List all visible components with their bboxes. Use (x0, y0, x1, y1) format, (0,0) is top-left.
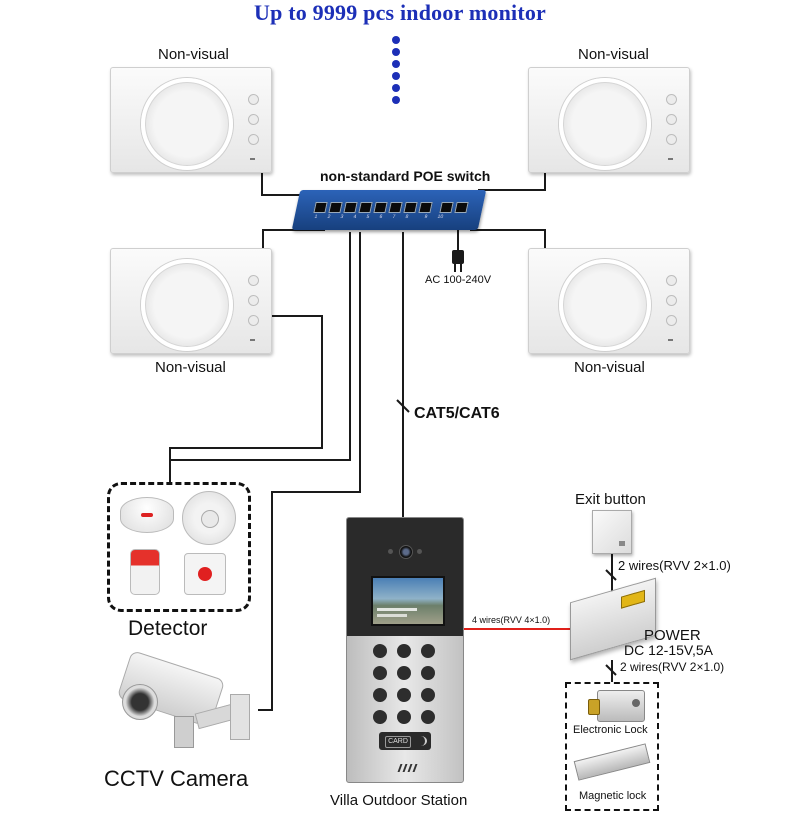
cctv-camera-icon (100, 650, 260, 760)
detector-group (107, 482, 251, 612)
station-display (371, 576, 445, 626)
speaker-grille-icon (559, 259, 651, 351)
power-title: POWER (644, 627, 701, 644)
exit-button-label: Exit button (575, 491, 646, 508)
electronic-lock-icon (588, 690, 645, 722)
monitor-button (248, 275, 259, 286)
wire-camera (258, 232, 361, 711)
lock-wire-label: 2 wires(RVV 2×1.0) (620, 660, 725, 674)
cable-label: CAT5/CAT6 (414, 405, 500, 422)
monitor-button (248, 114, 259, 125)
monitor-button (666, 134, 677, 145)
speaker-grille-icon (141, 78, 233, 170)
keypad (373, 644, 439, 724)
status-led (668, 158, 673, 160)
wire-top-right-monitor (478, 170, 546, 191)
more-monitors-ellipsis (392, 36, 402, 108)
ac-power-label: AC 100-240V (425, 274, 492, 286)
alarm-siren-icon (130, 549, 160, 595)
wire-top-left-monitor (261, 170, 300, 196)
exit-button-icon (592, 510, 632, 554)
cctv-label: CCTV Camera (104, 766, 249, 791)
speaker-slots (397, 764, 418, 772)
poe-switch: 1 2 3 4 5 6 7 8 9 10 (291, 190, 487, 230)
magnetic-lock-label: Magnetic lock (579, 790, 647, 802)
switch-port-numbers: 1 2 3 4 5 6 7 8 9 10 (313, 214, 444, 220)
monitor-button (248, 315, 259, 326)
gas-detector-icon (182, 491, 236, 545)
switch-ports (313, 202, 469, 213)
card-reader-label: CARD (385, 736, 411, 748)
wire-bottom-left-monitor (262, 229, 325, 250)
status-led (250, 158, 255, 160)
smoke-detector-icon (120, 497, 174, 533)
exit-wire-label: 2 wires(RVV 2×1.0) (618, 558, 731, 573)
status-led (668, 339, 673, 341)
outdoor-station-label: Villa Outdoor Station (330, 792, 468, 809)
monitor-button (666, 295, 677, 306)
status-led (250, 339, 255, 341)
detector-label: Detector (128, 617, 208, 640)
monitor-button (666, 315, 677, 326)
wire-bottom-right-monitor (470, 229, 546, 250)
page-title: Up to 9999 pcs indoor monitor (253, 0, 547, 25)
ac-plug-icon (452, 250, 464, 272)
speaker-grille-icon (559, 78, 651, 170)
station-power-wire-label: 4 wires(RVV 4×1.0) (472, 615, 551, 625)
indoor-monitor-bottom-left (110, 248, 272, 354)
monitor-button (248, 295, 259, 306)
wire-monitor-to-detector (169, 315, 323, 482)
switch-label: non-standard POE switch (320, 168, 491, 184)
nfc-icon (415, 736, 427, 746)
emergency-button-icon (184, 553, 226, 595)
camera-lens-icon (399, 545, 413, 559)
monitor-button (248, 134, 259, 145)
monitor-label: Non-visual (574, 359, 645, 376)
monitor-button (666, 94, 677, 105)
outdoor-station: CARD (346, 517, 464, 783)
indoor-monitor-top-right (528, 67, 690, 173)
card-reader: CARD (379, 732, 431, 750)
locks-group: Electronic Lock Magnetic lock (565, 682, 659, 811)
indoor-monitor-bottom-right (528, 248, 690, 354)
monitor-button (248, 94, 259, 105)
electronic-lock-label: Electronic Lock (573, 724, 648, 736)
monitor-button (666, 275, 677, 286)
speaker-grille-icon (141, 259, 233, 351)
monitor-button (666, 114, 677, 125)
monitor-label: Non-visual (158, 46, 229, 63)
indoor-monitor-top-left (110, 67, 272, 173)
monitor-label: Non-visual (578, 46, 649, 63)
monitor-label: Non-visual (155, 359, 226, 376)
magnetic-lock-icon (573, 743, 651, 781)
power-spec: DC 12-15V,5A (624, 642, 713, 658)
